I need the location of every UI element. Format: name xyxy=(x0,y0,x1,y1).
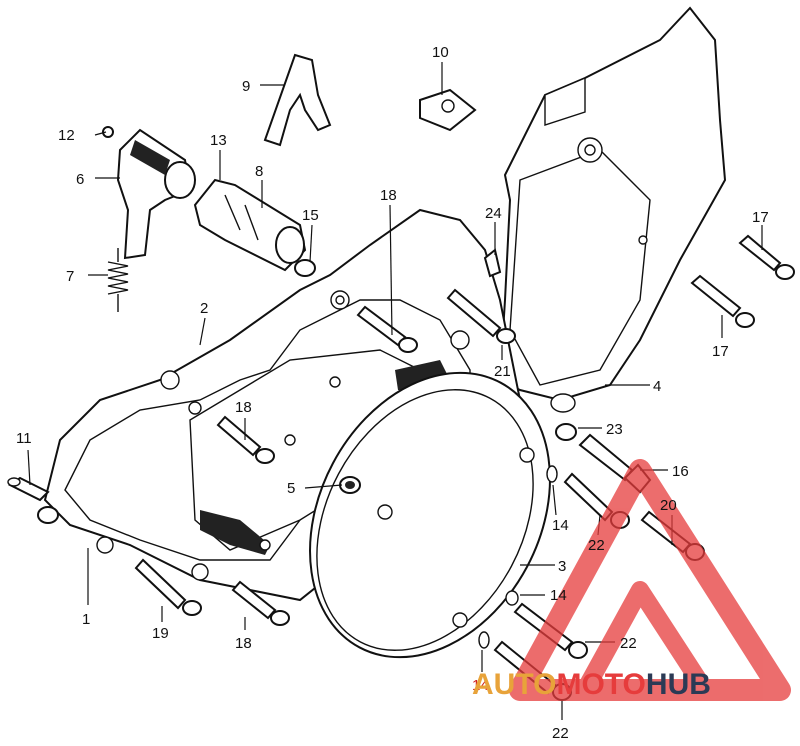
callout-11: 11 xyxy=(16,430,32,447)
callout-21: 21 xyxy=(494,363,511,380)
callout-5: 5 xyxy=(287,480,295,497)
callout-7: 7 xyxy=(66,268,74,285)
callout-14a: 14 xyxy=(552,517,569,534)
callout-20: 20 xyxy=(660,497,677,514)
callout-12: 12 xyxy=(58,127,75,144)
dowel-pin-part xyxy=(7,476,50,502)
callout-1: 1 xyxy=(82,611,90,628)
watermark-moto: MOTO xyxy=(556,668,645,701)
shift-drum-shaft-part xyxy=(193,178,307,272)
callout-4: 4 xyxy=(653,378,661,395)
grommet-part xyxy=(339,476,361,494)
steel-ball-part xyxy=(102,126,114,138)
callout-14b: 14 xyxy=(550,587,567,604)
callout-15: 15 xyxy=(302,207,319,224)
callout-8: 8 xyxy=(255,163,263,180)
watermark-auto: AUTO xyxy=(472,668,556,701)
callout-24: 24 xyxy=(485,205,502,222)
return-spring-part xyxy=(107,248,129,312)
callout-22b: 22 xyxy=(620,635,637,652)
callout-22a: 22 xyxy=(588,537,605,554)
watermark-logo xyxy=(509,459,791,701)
callout-17a: 17 xyxy=(752,209,769,226)
clutch-dome-cover-part xyxy=(309,371,551,659)
callout-18a: 18 xyxy=(380,187,397,204)
callout-3: 3 xyxy=(558,558,566,575)
callout-18c: 18 xyxy=(235,635,252,652)
callout-labels: 1 2 3 4 5 6 7 8 9 10 11 12 13 14 14 14 1… xyxy=(16,44,769,742)
callout-23: 23 xyxy=(606,421,623,438)
o-ring-part xyxy=(294,259,316,277)
callout-19: 19 xyxy=(152,625,169,642)
callout-18b: 18 xyxy=(235,399,252,416)
callout-10: 10 xyxy=(432,44,449,61)
watermark-hub: HUB xyxy=(646,668,711,701)
callout-6: 6 xyxy=(76,171,84,188)
callout-17b: 17 xyxy=(712,343,729,360)
callout-14c: 14 xyxy=(472,677,489,694)
watermark-text: AUTOMOTOHUB xyxy=(472,668,711,701)
washers-part xyxy=(478,423,577,649)
callout-16: 16 xyxy=(672,463,689,480)
callout-2: 2 xyxy=(200,300,208,317)
callout-13: 13 xyxy=(210,132,227,149)
sprocket-cover-part xyxy=(498,6,727,413)
breather-fitting-part xyxy=(483,248,502,278)
shift-arm-part xyxy=(116,128,196,260)
shift-fork-part xyxy=(263,53,332,147)
clip-nut-part xyxy=(419,88,477,132)
callout-22c: 22 xyxy=(552,725,569,742)
callout-9: 9 xyxy=(242,78,250,95)
